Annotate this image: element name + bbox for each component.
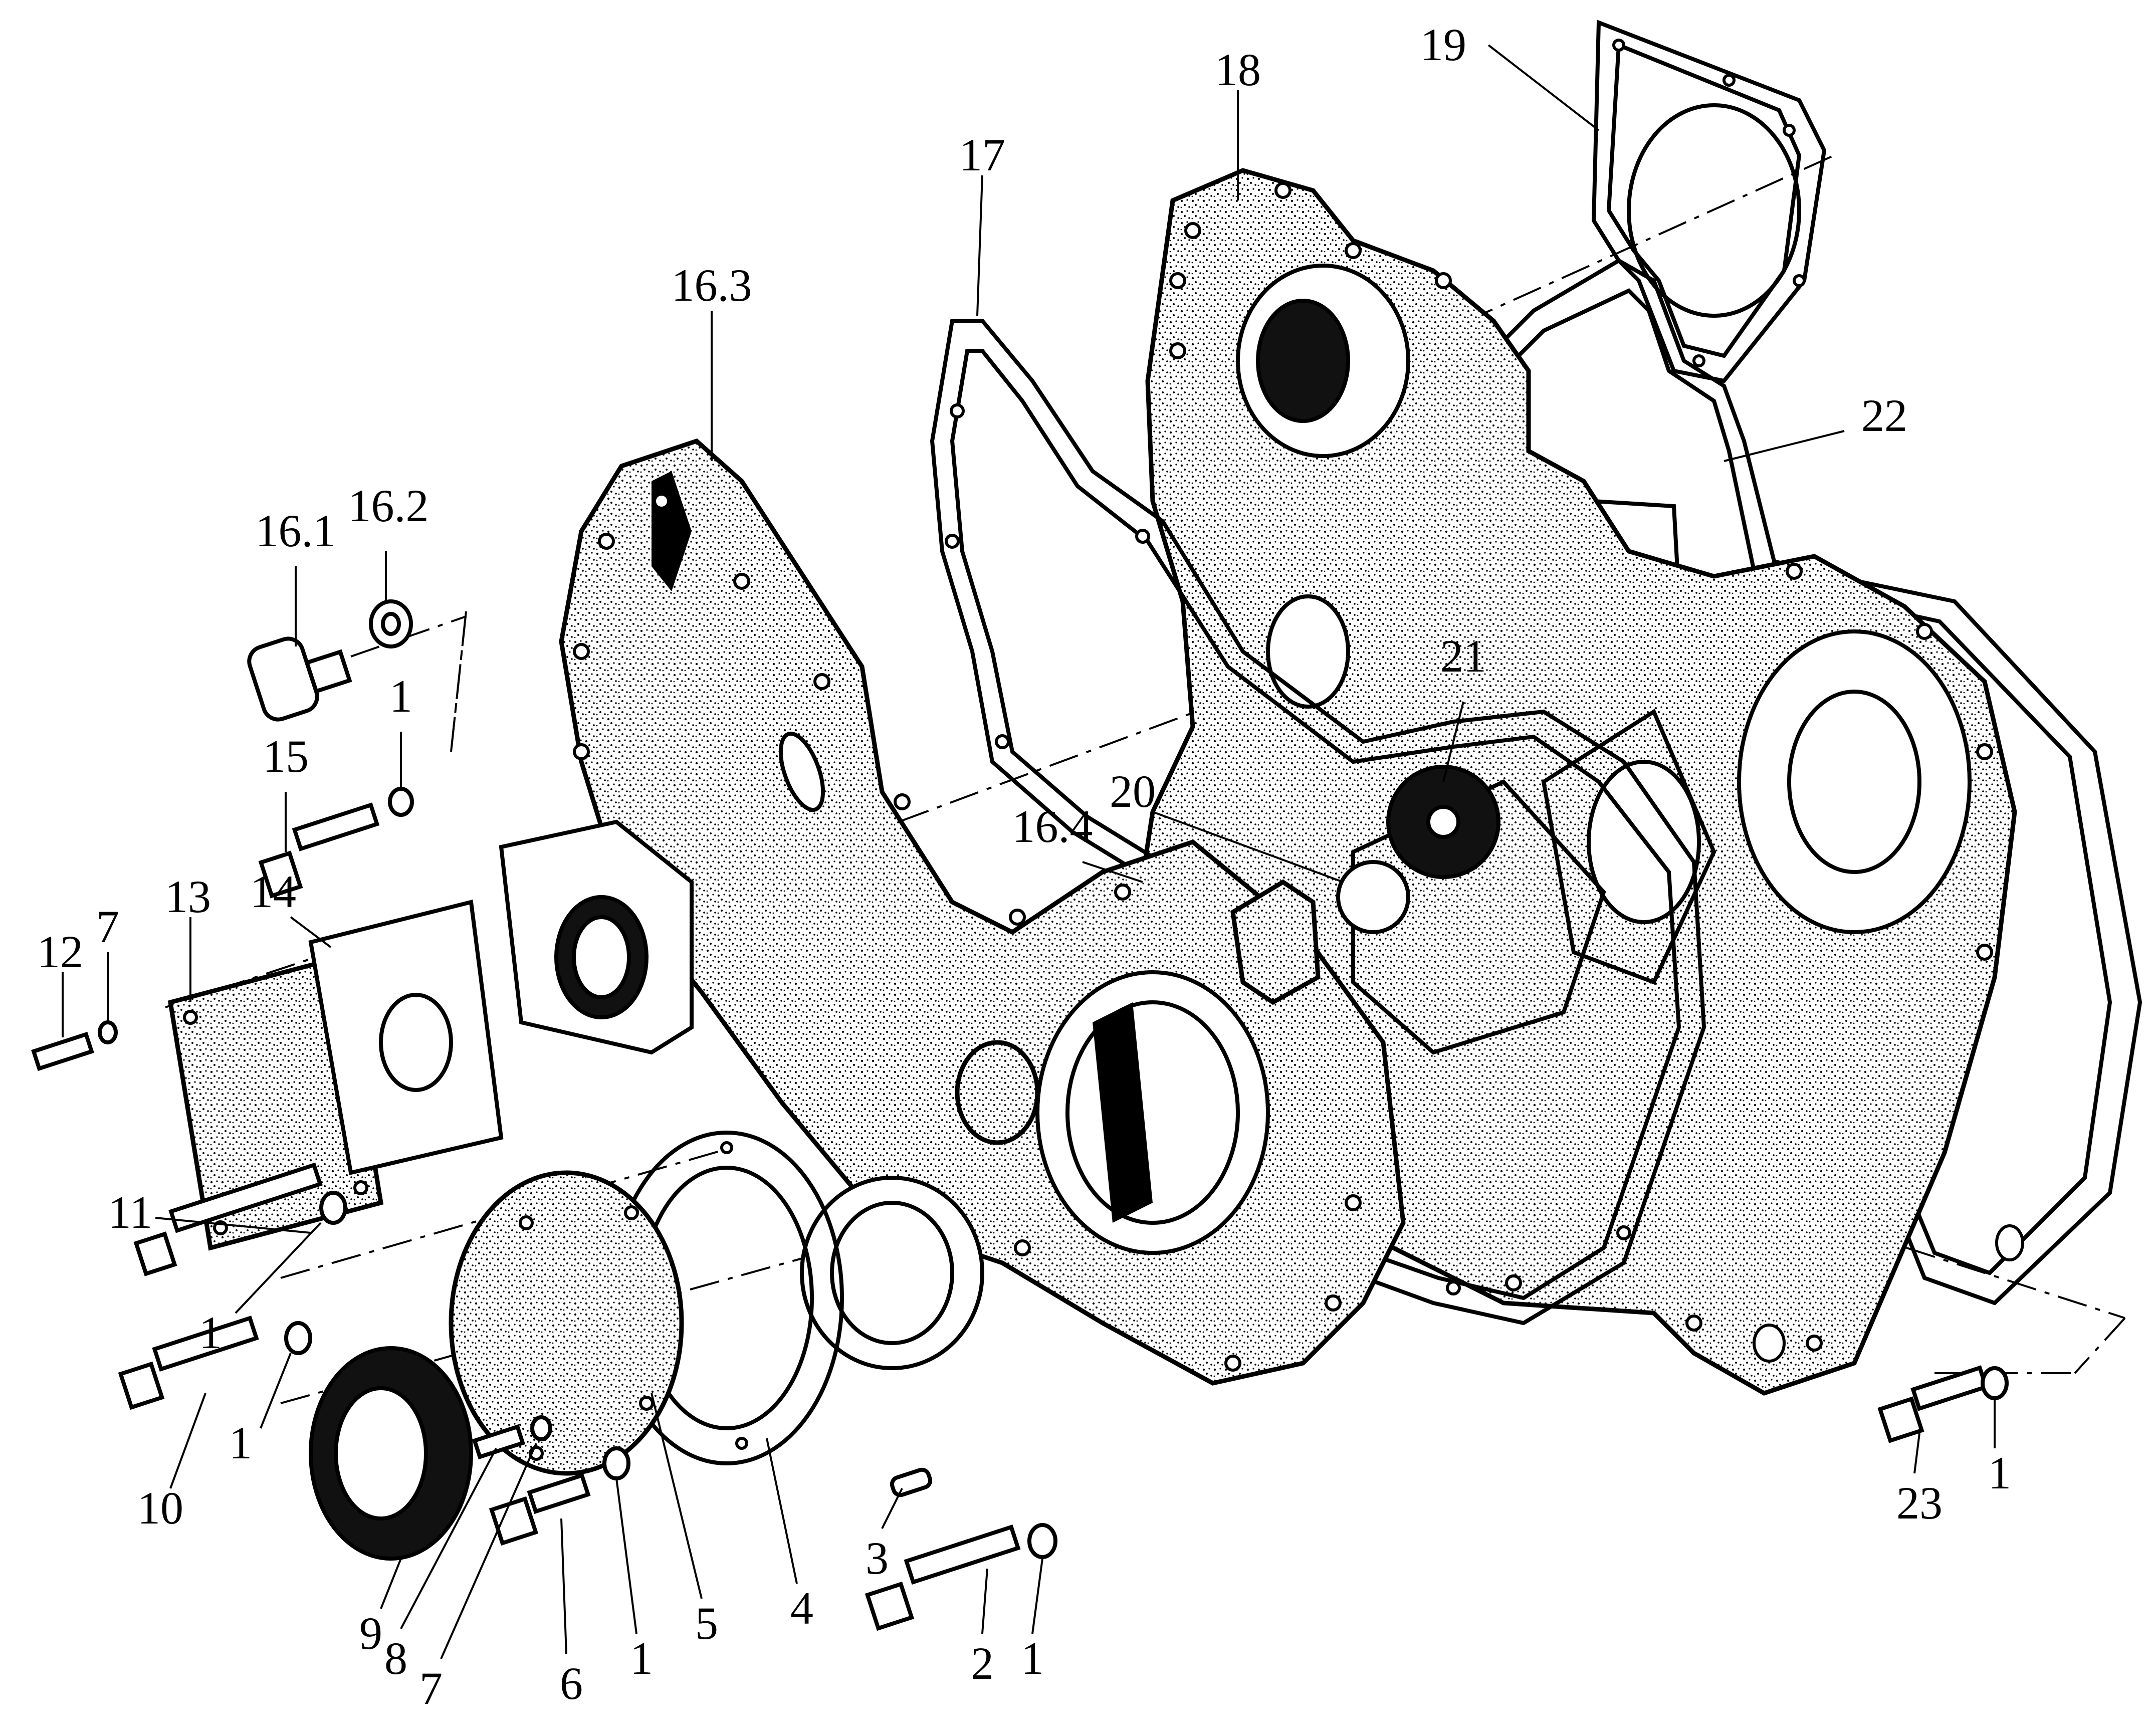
label-8: 8 — [384, 1633, 407, 1684]
label-16-1: 16.1 — [256, 505, 336, 556]
label-1-b: 1 — [199, 1307, 222, 1358]
label-16-2: 16.2 — [348, 480, 429, 531]
label-7-a: 7 — [96, 901, 119, 952]
washer-1-a — [388, 787, 414, 817]
seal-9 — [309, 1346, 473, 1561]
label-2: 2 — [971, 1638, 994, 1689]
front-cover-16-3 — [499, 438, 1500, 1386]
bolt-8 — [472, 1424, 526, 1460]
washer-1-e — [1027, 1523, 1057, 1559]
label-17: 17 — [959, 129, 1005, 180]
label-1-d: 1 — [630, 1633, 653, 1684]
label-1-e: 1 — [1021, 1633, 1044, 1684]
plug-16-1 — [247, 636, 352, 722]
washer-7-b — [530, 1415, 552, 1441]
washer-1-b — [319, 1191, 347, 1225]
gasket-14 — [308, 900, 504, 1175]
callout-labels: 18 19 17 16.3 22 16.1 16.2 21 15 1 20 16… — [37, 19, 2011, 1714]
label-13: 13 — [165, 871, 211, 922]
label-7-b: 7 — [419, 1663, 443, 1714]
bolt-23 — [1877, 1365, 1989, 1443]
bolt-15 — [258, 802, 380, 899]
label-20: 20 — [1110, 766, 1156, 817]
label-16-4: 16.4 — [1012, 801, 1093, 852]
leader-lines — [62, 44, 1996, 1659]
label-10: 10 — [137, 1482, 183, 1534]
gasket-19 — [1591, 20, 1827, 383]
bolt-10 — [118, 1316, 259, 1410]
label-23: 23 — [1896, 1477, 1943, 1529]
washer-16-2 — [369, 599, 413, 648]
label-15: 15 — [263, 731, 309, 782]
label-22: 22 — [1861, 390, 1907, 441]
washer-1-d — [602, 1446, 630, 1480]
label-3: 3 — [866, 1533, 889, 1584]
label-19: 19 — [1420, 19, 1466, 70]
label-4: 4 — [790, 1583, 813, 1634]
label-5: 5 — [695, 1598, 718, 1649]
bolt-12 — [31, 1031, 94, 1071]
label-14: 14 — [250, 866, 296, 917]
label-12: 12 — [37, 926, 83, 977]
label-1-f: 1 — [1988, 1447, 2011, 1498]
bolt-11 — [133, 1162, 323, 1276]
label-1-a: 1 — [389, 671, 412, 722]
washer-1-c — [284, 1321, 312, 1355]
washer-1-f — [1981, 1366, 2009, 1400]
dowel-3 — [890, 1467, 933, 1497]
label-16-3: 16.3 — [672, 260, 752, 311]
washer-7-a — [98, 1020, 118, 1044]
bolt-2 — [865, 1525, 1021, 1631]
label-6: 6 — [560, 1658, 583, 1709]
label-21: 21 — [1440, 630, 1486, 682]
cover-5 — [449, 1170, 684, 1476]
label-1-c: 1 — [229, 1417, 252, 1468]
bolt-6 — [489, 1472, 591, 1546]
gasket-17 — [930, 319, 1706, 1326]
label-18: 18 — [1215, 44, 1261, 95]
label-9: 9 — [359, 1608, 382, 1659]
label-11: 11 — [108, 1187, 153, 1238]
